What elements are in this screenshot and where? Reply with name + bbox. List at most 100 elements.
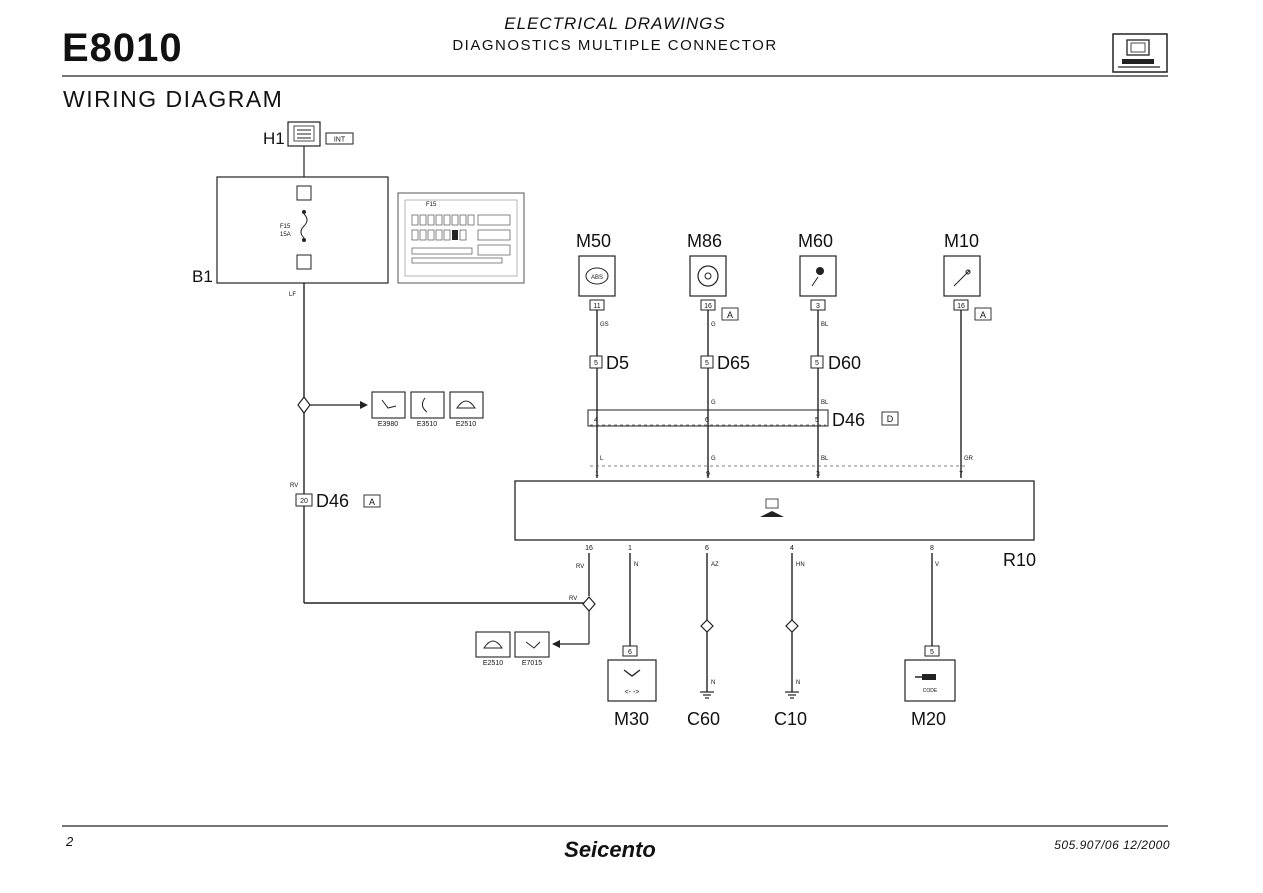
wire-bus-3: BL	[821, 456, 829, 462]
connector-d46-top: D46	[832, 410, 865, 430]
connector-d5: D5	[606, 353, 629, 373]
c10-label: C10	[774, 709, 807, 729]
document-code: E8010	[62, 26, 183, 70]
wire-g-upper: G	[711, 400, 716, 406]
b1-fuse-box: F15 15A B1	[192, 176, 389, 286]
pin-d46-3: 5	[815, 417, 819, 424]
wire-c10-low: N	[796, 680, 800, 686]
wire-bus-1: L	[600, 456, 604, 462]
c60-label: C60	[687, 709, 720, 729]
pin-r10-b5: 8	[930, 545, 934, 552]
pin-m60: 3	[816, 303, 820, 310]
splice-node	[297, 396, 311, 414]
m60-airbag-icon	[799, 255, 837, 297]
m20-icon-text: CODE	[923, 688, 938, 694]
wire-m30: N	[634, 562, 638, 568]
wire-bus-2: G	[711, 456, 716, 462]
h1-component: INT H1	[263, 121, 354, 148]
pin-m30: 6	[628, 649, 632, 656]
wire-m50: GS	[600, 322, 609, 328]
r10-diagnostic-connector	[514, 480, 1035, 541]
m60-label: M60	[798, 231, 833, 251]
pin-m10: 16	[957, 303, 965, 310]
m50-abs-module: ABS	[578, 255, 616, 297]
m50-label: M50	[576, 231, 611, 251]
h1-label: H1	[263, 129, 285, 148]
ground-c60	[700, 691, 714, 699]
h1-tag: INT	[334, 137, 346, 144]
pin-d5: 5	[594, 360, 598, 367]
connector-d46-top-tag: D	[887, 414, 894, 424]
fuse-location-label: F15	[426, 202, 437, 208]
computer-icon	[1112, 33, 1168, 73]
pin-d46-left: 20	[300, 498, 308, 505]
ground-c10	[785, 691, 799, 699]
pin-d46-2: 6	[705, 417, 709, 424]
m10-injection-icon	[943, 255, 981, 297]
connector-d46-left: D46	[316, 491, 349, 511]
pin-r10-b4: 4	[790, 545, 794, 552]
wire-c60: AZ	[711, 562, 719, 568]
pin-r10-top-1: 1	[595, 471, 599, 478]
section-title: ELECTRICAL DRAWINGS	[504, 14, 726, 33]
m20-label: M20	[911, 709, 946, 729]
page-number: 2	[66, 834, 74, 849]
wire-b1-out: LF	[289, 292, 296, 298]
pin-r10-b1: 16	[585, 545, 593, 552]
wire-rv-2: RV	[576, 564, 584, 570]
pin-r10-top-3: 3	[816, 471, 820, 478]
pin-d46-1: 4	[594, 417, 598, 424]
m10-label: M10	[944, 231, 979, 251]
ref-e7015: E7015	[522, 660, 542, 667]
r10-label: R10	[1003, 550, 1036, 570]
pin-r10-b2: 1	[628, 545, 632, 552]
wire-m60: BL	[821, 322, 829, 328]
connector-d60: D60	[828, 353, 861, 373]
wire-bus-4: GR	[964, 456, 974, 462]
pin-m50: 11	[593, 303, 600, 310]
diagnostic-socket-icon	[760, 498, 784, 517]
pin-d60: 5	[815, 360, 819, 367]
c60-splice	[700, 619, 714, 633]
ref-group-lower: E2510 E7015	[475, 631, 550, 667]
pin-r10-b3: 6	[705, 545, 709, 552]
ref-group-upper: E3980 E3510 E2510	[371, 391, 484, 428]
pin-r10-top-4: 7	[959, 471, 963, 478]
fuse-rating: 15A	[280, 232, 291, 238]
pin-m86: 16	[704, 303, 712, 310]
lower-splice-node	[582, 596, 596, 612]
wire-c10: HN	[796, 562, 805, 568]
svg-text:ABS: ABS	[591, 275, 603, 281]
ref-e2510-lower: E2510	[483, 660, 503, 667]
ref-e3980: E3980	[378, 421, 398, 428]
m86-steering-icon	[689, 255, 727, 297]
wire-rv-3: RV	[569, 596, 577, 602]
connector-d65: D65	[717, 353, 750, 373]
m86-label: M86	[687, 231, 722, 251]
svg-text:<- ->: <- ->	[625, 689, 640, 696]
ref-e2510-upper: E2510	[456, 421, 476, 428]
m20-immobilizer-key-icon: CODE	[904, 659, 956, 702]
page-title: WIRING DIAGRAM	[63, 86, 284, 112]
ref-e3510: E3510	[417, 421, 437, 428]
m30-light-icon: <- ->	[607, 659, 657, 702]
section-subtitle: DIAGNOSTICS MULTIPLE CONNECTOR	[452, 37, 778, 54]
pin-d65: 5	[705, 360, 709, 367]
model-name: Seicento	[564, 837, 656, 862]
connector-d46-left-tag: A	[369, 497, 375, 507]
wire-bl-upper: BL	[821, 400, 829, 406]
document-reference: 505.907/06 12/2000	[1054, 838, 1170, 852]
pin-m20: 5	[930, 649, 934, 656]
wire-rv-1: RV	[290, 483, 298, 489]
m30-label: M30	[614, 709, 649, 729]
c10-splice	[785, 619, 799, 633]
wire-m20: V	[935, 562, 939, 568]
b1-label: B1	[192, 267, 213, 286]
m86-tag: A	[727, 310, 733, 320]
fuse-label: F15	[280, 224, 291, 230]
wire-m86: G	[711, 322, 716, 328]
fuse-location-diagram: F15	[397, 192, 525, 284]
m10-tag: A	[980, 310, 986, 320]
pin-r10-top-2: 9	[706, 471, 710, 478]
